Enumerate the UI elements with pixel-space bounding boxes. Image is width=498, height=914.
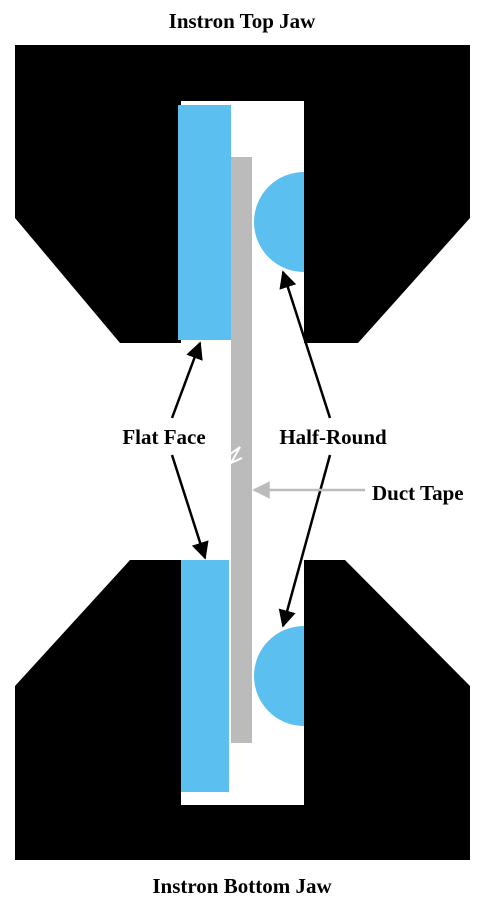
bottom-jaw-right-block	[304, 560, 470, 860]
bottom-flat-face	[181, 560, 229, 792]
top-jaw-right-block	[304, 45, 470, 343]
top-jaw	[15, 45, 470, 343]
bottom-jaw-title: Instron Bottom Jaw	[152, 874, 332, 898]
bottom-half-round	[254, 626, 304, 726]
flat-face-arrow-top	[170, 341, 203, 419]
bottom-jaw-left-block	[15, 560, 181, 860]
half-round-arrow-bottom	[278, 454, 332, 628]
top-jaw-opening	[181, 45, 304, 101]
top-flat-face	[178, 105, 231, 340]
half-round-label: Half-Round	[279, 425, 387, 449]
tape-tear-mark	[228, 446, 243, 466]
half-round-arrow-top	[279, 270, 332, 419]
top-jaw-left-block	[15, 45, 181, 343]
duct-tape-strip	[228, 157, 252, 743]
bottom-jaw	[15, 560, 470, 860]
top-jaw-title: Instron Top Jaw	[169, 9, 317, 33]
flat-face-label: Flat Face	[122, 425, 205, 449]
duct-tape-label: Duct Tape	[372, 481, 464, 505]
bottom-jaw-opening	[181, 805, 304, 860]
flat-face-arrow-bottom	[170, 454, 209, 560]
top-half-round	[254, 172, 304, 272]
